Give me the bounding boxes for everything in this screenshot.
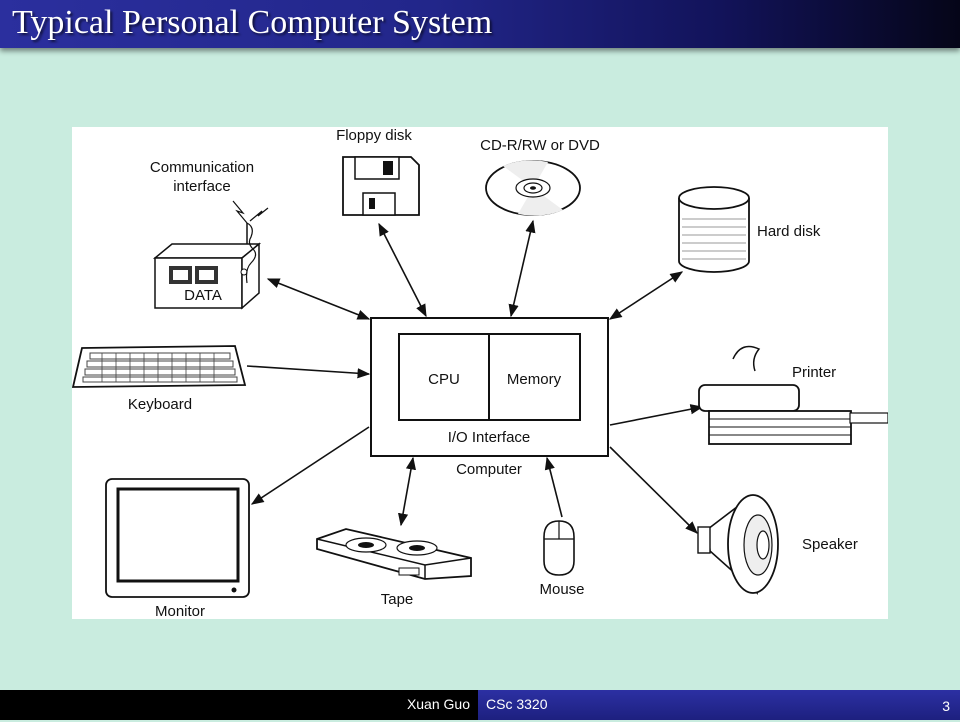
title-bar: Typical Personal Computer System	[0, 0, 960, 48]
communication-label-line2: interface	[173, 178, 231, 195]
computer-system-diagram: CPU Memory I/O Interface Computer	[72, 127, 888, 619]
page-number: 3	[942, 698, 950, 714]
floppy-disk-label: Floppy disk	[336, 127, 412, 144]
keyboard-icon	[72, 345, 247, 388]
hard-disk-label: Hard disk	[757, 223, 821, 240]
diagram-figure: CPU Memory I/O Interface Computer	[72, 127, 888, 619]
arrow-printer	[609, 404, 704, 426]
computer-box: CPU Memory I/O Interface	[370, 317, 609, 457]
footer-course: CSc 3320	[478, 690, 960, 720]
data-label: DATA	[184, 287, 222, 304]
arrow-monitor	[250, 426, 370, 505]
footer-author: Xuan Guo	[0, 690, 476, 720]
mouse-icon	[543, 520, 575, 576]
communication-interface-icon	[152, 200, 269, 310]
keyboard-label: Keyboard	[128, 396, 192, 413]
cd-dvd-label: CD-R/RW or DVD	[480, 137, 600, 154]
tape-label: Tape	[381, 591, 414, 608]
slide-title: Typical Personal Computer System	[12, 4, 493, 41]
mouse-label: Mouse	[539, 581, 584, 598]
cd-dvd-icon	[485, 160, 581, 216]
arrow-floppy	[378, 222, 427, 318]
arrow-harddisk	[608, 271, 684, 320]
printer-icon	[698, 345, 888, 445]
hard-disk-icon	[678, 186, 750, 273]
io-interface-label: I/O Interface	[448, 429, 531, 446]
speaker-icon	[697, 494, 779, 595]
memory-label: Memory	[507, 371, 562, 388]
arrow-speaker	[609, 446, 698, 534]
arrow-comm	[266, 278, 371, 320]
arrow-mouse	[544, 456, 563, 518]
communication-label-line1: Communication	[150, 159, 254, 176]
monitor-label: Monitor	[155, 603, 205, 619]
connection-arrows	[246, 219, 704, 534]
footer-bar: Xuan Guo CSc 3320 3	[0, 690, 960, 720]
speaker-label: Speaker	[802, 536, 858, 553]
cpu-label: CPU	[428, 371, 460, 388]
arrow-tape	[397, 456, 417, 527]
floppy-disk-icon	[342, 156, 420, 216]
arrow-cd	[508, 219, 536, 318]
tape-icon	[316, 528, 472, 580]
monitor-icon	[105, 478, 250, 598]
arrow-keyboard	[246, 365, 371, 379]
printer-label: Printer	[792, 364, 836, 381]
computer-label: Computer	[456, 461, 522, 478]
